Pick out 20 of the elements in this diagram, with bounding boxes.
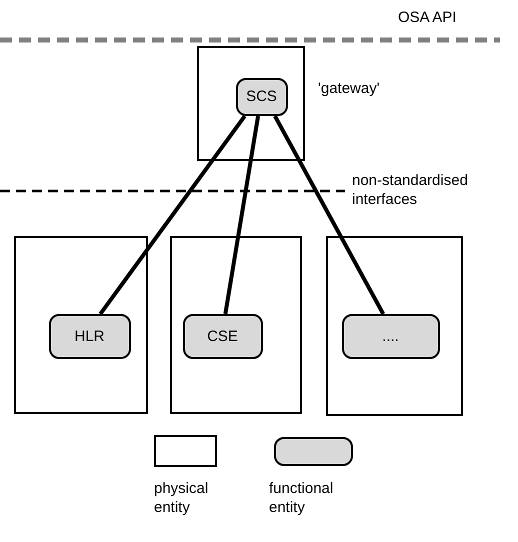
functional-entity-box xyxy=(182,314,262,358)
physical-entity-box xyxy=(197,46,305,161)
connector-line xyxy=(273,115,386,315)
physical-entity-box xyxy=(326,236,463,416)
physical-entity-box xyxy=(14,236,148,414)
node-caption: 'gateway' xyxy=(318,80,380,99)
legend-label: functional entity xyxy=(269,480,334,518)
entity-name: HLR xyxy=(74,328,104,344)
entity-name: .... xyxy=(382,328,399,344)
connector-line xyxy=(98,114,246,316)
functional-entity-box xyxy=(342,314,440,358)
functional-entity-box xyxy=(48,314,130,358)
connector-line xyxy=(223,116,260,314)
annotation-text: non-standardised interfaces xyxy=(352,172,469,210)
entity-name: SCS xyxy=(246,88,277,105)
annotation-text: OSA API xyxy=(398,9,456,28)
entity-name: CSE xyxy=(207,328,238,344)
physical-entity-box xyxy=(170,236,302,414)
legend-label: physical entity xyxy=(154,480,210,518)
functional-entity-box xyxy=(236,78,288,116)
